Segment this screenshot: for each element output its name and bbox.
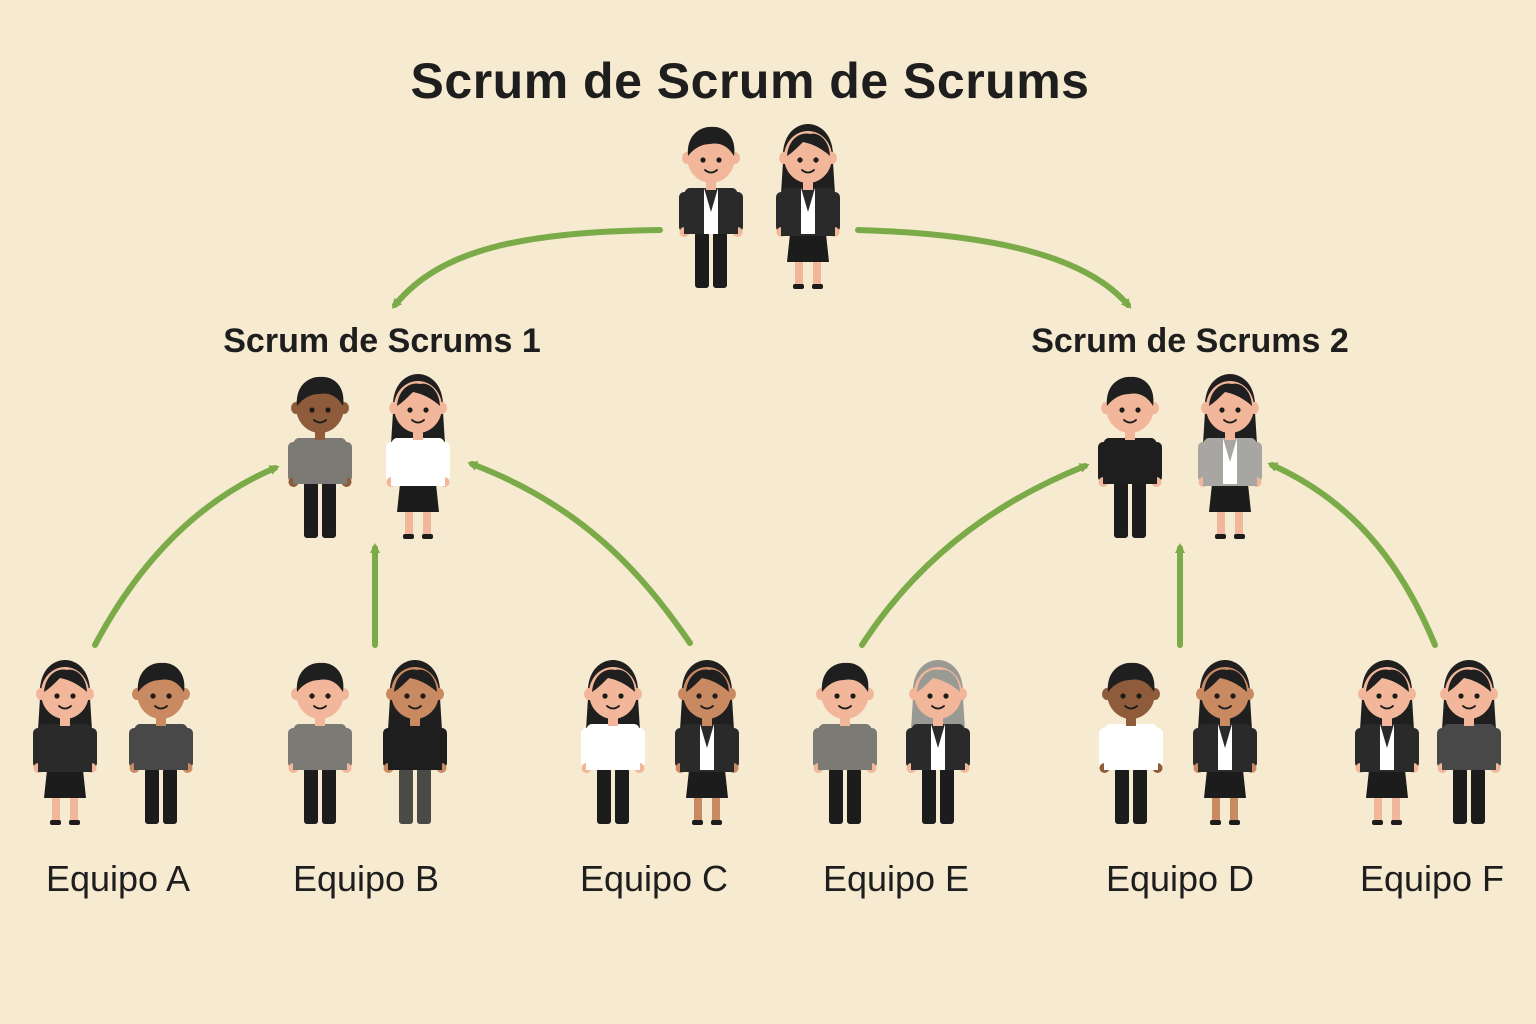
person-team-e-2 bbox=[903, 658, 973, 833]
team-label-a: Equipo A bbox=[45, 858, 191, 899]
arrow-team-e-to-group-2 bbox=[859, 463, 1090, 648]
arrow-top-to-group-2 bbox=[855, 227, 1132, 309]
person-team-d-1 bbox=[1096, 658, 1166, 833]
team-label-e: Equipo E bbox=[822, 858, 970, 899]
group-title-2: Scrum de Scrums 2 bbox=[1031, 322, 1349, 360]
person-team-b-1 bbox=[285, 658, 355, 833]
group-title-1: Scrum de Scrums 1 bbox=[223, 322, 541, 360]
person-team-d-2 bbox=[1190, 658, 1260, 833]
person-team-a-2 bbox=[126, 658, 196, 833]
person-team-c-1 bbox=[578, 658, 648, 833]
team-label-f: Equipo F bbox=[1359, 858, 1505, 899]
person-top-woman bbox=[773, 122, 843, 297]
person-group2-woman bbox=[1195, 372, 1265, 547]
team-label-b: Equipo B bbox=[292, 858, 440, 899]
team-label-c: Equipo C bbox=[579, 858, 729, 899]
arrow-team-c-to-group-1 bbox=[467, 461, 693, 646]
person-team-f-1 bbox=[1352, 658, 1422, 833]
person-group1-woman bbox=[383, 372, 453, 547]
diagram-title: Scrum de Scrum de Scrums bbox=[410, 53, 1090, 109]
person-team-b-2 bbox=[380, 658, 450, 833]
person-team-a-1 bbox=[30, 658, 100, 833]
person-team-f-2 bbox=[1434, 658, 1504, 833]
arrow-team-a-to-group-1 bbox=[92, 465, 280, 648]
person-team-e-1 bbox=[810, 658, 880, 833]
person-group1-man bbox=[285, 372, 355, 547]
arrow-team-f-to-group-2 bbox=[1267, 462, 1438, 648]
person-top-man bbox=[676, 122, 746, 297]
person-group2-man bbox=[1095, 372, 1165, 547]
team-label-d: Equipo D bbox=[1105, 858, 1255, 899]
person-team-c-2 bbox=[672, 658, 742, 833]
arrow-top-to-group-1 bbox=[391, 227, 663, 309]
